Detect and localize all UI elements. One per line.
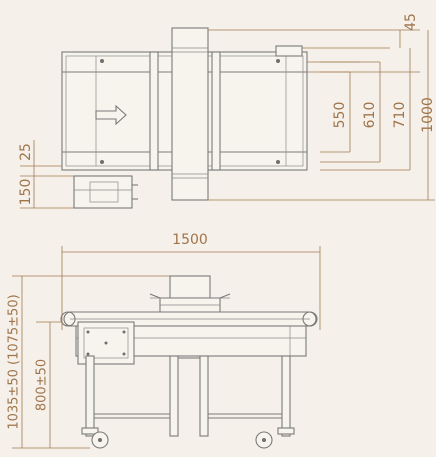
- top-view: 45 550 610 710 1000 25 150: [18, 13, 436, 209]
- control-box: [73, 175, 133, 209]
- dim-25-label: 25: [18, 143, 34, 161]
- dim-550-label: 550: [332, 102, 348, 129]
- dim-800-label: 800±50: [35, 359, 50, 411]
- dim-45-label: 45: [403, 13, 419, 31]
- dim-150-label: 150: [18, 179, 34, 206]
- dim-610-label: 610: [362, 102, 378, 129]
- conveyor-side-rail-right: [211, 51, 221, 171]
- side-view: 1500 1035±50 (1075±50) 800±50: [7, 232, 321, 449]
- leg-center-left: [169, 355, 179, 437]
- dim-1000-label: 1000: [420, 97, 436, 133]
- top-bracket: [275, 45, 303, 57]
- caster-wheel-right: [255, 427, 295, 449]
- conveyor-side-rail-left: [149, 51, 159, 171]
- leg-right: [281, 355, 291, 437]
- detector-head-side: [169, 275, 211, 299]
- dim-710-label: 710: [392, 102, 408, 129]
- flow-direction-arrow-icon: [95, 104, 127, 126]
- caster-wheel-left: [81, 427, 109, 449]
- leg-left: [85, 355, 95, 437]
- dim-height-label: 1035±50 (1075±50): [7, 294, 22, 429]
- detector-head: [171, 27, 209, 201]
- leg-center-right: [199, 355, 209, 437]
- dim-1500-label: 1500: [172, 232, 208, 248]
